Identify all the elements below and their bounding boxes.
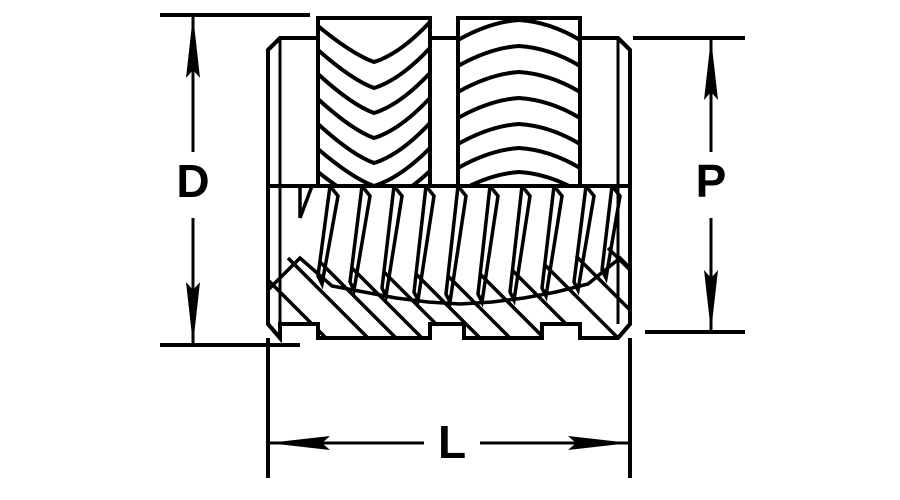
p-arrow-down-icon xyxy=(704,270,718,332)
insert-outer-profile-overstroke xyxy=(266,16,632,344)
knurl-lower-edge xyxy=(268,255,630,306)
d-arrow-down-icon xyxy=(186,282,200,345)
l-arrow-right-icon xyxy=(568,436,630,450)
knurl-section xyxy=(268,186,630,338)
knurl-hatch-lines xyxy=(268,246,630,338)
part-body-group xyxy=(266,16,632,344)
dimension-label-L: L xyxy=(438,416,466,468)
p-arrow-up-icon xyxy=(704,38,718,100)
d-arrow-up-icon xyxy=(186,15,200,78)
dimension-label-D: D xyxy=(176,155,209,207)
dimension-P: P xyxy=(633,36,745,334)
dimension-D: D xyxy=(160,13,310,347)
dimension-L: L xyxy=(266,338,632,478)
dimension-label-P: P xyxy=(696,155,727,207)
l-arrow-left-icon xyxy=(268,436,330,450)
thread-profile-right xyxy=(458,18,580,186)
